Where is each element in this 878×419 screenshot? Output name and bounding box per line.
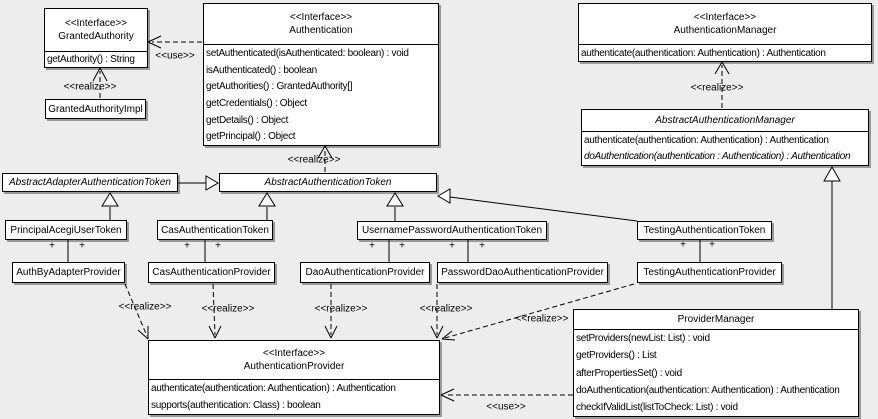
method-compartment: getAuthority() : String xyxy=(45,52,147,67)
method: checkIfValidList(listToCheck: List) : vo… xyxy=(576,401,738,413)
class-header: AbstractAuthenticationManager xyxy=(582,110,868,132)
class-auth-by-adapter-provider[interactable]: AuthByAdapterProvider xyxy=(12,262,125,283)
class-name: Authentication xyxy=(289,25,353,36)
stereotype: <<Interface>> xyxy=(64,18,128,29)
method: getCredentials() : Object xyxy=(206,97,307,109)
stereotype: <<Interface>> xyxy=(289,12,353,23)
method: authenticate(authentication: Authenticat… xyxy=(584,134,829,146)
class-name: GrantedAuthority xyxy=(58,31,134,42)
method: afterPropertiesSet() : void xyxy=(576,367,682,379)
method-compartment: authenticate(authentication: Authenticat… xyxy=(579,45,871,61)
class-password-dao-authentication-provider[interactable]: PasswordDaoAuthenticationProvider xyxy=(437,262,608,283)
generalization-testing-token xyxy=(437,188,638,222)
class-name: AbstractAuthenticationManager xyxy=(655,115,795,126)
realize-label: <<realize>> xyxy=(419,303,473,315)
class-dao-authentication-provider[interactable]: DaoAuthenticationProvider xyxy=(300,262,430,283)
class-principal-acegi-user-token[interactable]: PrincipalAcegiUserToken xyxy=(5,220,127,240)
realize-label: <<realize>> xyxy=(314,303,368,315)
class-abstract-adapter-authentication-token[interactable]: AbstractAdapterAuthenticationToken xyxy=(2,173,178,192)
class-abstract-authentication-manager[interactable]: AbstractAuthenticationManager authentica… xyxy=(581,109,869,166)
class-name: AuthenticationManager xyxy=(673,25,777,36)
class-cas-authentication-token[interactable]: CasAuthenticationToken xyxy=(157,220,273,240)
multiplicity-plus: + xyxy=(680,239,686,251)
class-header: <<Interface>> GrantedAuthority xyxy=(45,9,147,52)
method: getDetails() : Object xyxy=(206,114,289,126)
class-name: AuthByAdapterProvider xyxy=(16,267,121,278)
multiplicity-plus: + xyxy=(399,240,405,252)
class-provider-manager[interactable]: ProviderManager setProviders(newList: Li… xyxy=(573,309,859,417)
class-name: PasswordDaoAuthenticationProvider xyxy=(441,267,604,278)
method-compartment: setAuthenticated(isAuthenticated: boolea… xyxy=(204,45,438,145)
class-name: CasAuthenticationToken xyxy=(161,224,269,236)
class-name: TestingAuthenticationToken xyxy=(643,225,766,236)
class-authentication-provider[interactable]: <<Interface>> AuthenticationProvider aut… xyxy=(148,340,440,415)
realize-label: <<realize>> xyxy=(201,303,255,315)
use-providermanager-authenticationprovider xyxy=(440,388,573,402)
class-name: GrantedAuthorityImpl xyxy=(48,103,143,115)
use-label: <<use>> xyxy=(486,401,526,413)
class-name: AbstractAdapterAuthenticationToken xyxy=(9,177,171,188)
method: getAuthorities() : GrantedAuthority[] xyxy=(206,81,353,93)
class-abstract-authentication-token[interactable]: AbstractAuthenticationToken xyxy=(219,173,437,192)
class-name: ProviderManager xyxy=(677,314,755,325)
method-abstract: doAuthentication(authentication : Authen… xyxy=(584,151,851,163)
class-name: DaoAuthenticationProvider xyxy=(305,267,425,278)
generalization-provider-manager xyxy=(823,165,841,309)
class-testing-authentication-provider[interactable]: TestingAuthenticationProvider xyxy=(637,262,782,283)
class-name: PrincipalAcegiUserToken xyxy=(10,224,122,236)
multiplicity-plus: + xyxy=(215,240,221,252)
class-authentication-manager[interactable]: <<Interface>> AuthenticationManager auth… xyxy=(578,3,872,62)
realize-label: <<realize>> xyxy=(515,313,569,325)
generalization-adapter-token-to-abstract-token xyxy=(178,175,219,191)
class-header: <<Interface>> Authentication xyxy=(204,4,438,45)
multiplicity-plus: + xyxy=(709,239,715,251)
multiplicity-plus: + xyxy=(479,240,485,252)
method: doAuthentication(authentication: Authent… xyxy=(576,384,840,396)
generalization-principal-token xyxy=(101,192,119,220)
method: setProviders(newList: List) : void xyxy=(576,333,710,345)
stereotype: <<Interface>> xyxy=(262,348,326,359)
method: getPrincipal() : Object xyxy=(206,131,296,143)
class-name: AuthenticationProvider xyxy=(243,361,345,372)
multiplicity-plus: + xyxy=(49,240,55,252)
use-label: <<use>> xyxy=(155,50,195,62)
method: supports(authentication: Class) : boolea… xyxy=(151,400,321,411)
class-header: ProviderManager xyxy=(574,310,858,330)
method: isAuthenticated() : boolean xyxy=(206,64,317,76)
method-compartment: authenticate(authentication: Authenticat… xyxy=(582,132,868,165)
generalization-username-password-token xyxy=(386,192,404,221)
class-granted-authority-impl[interactable]: GrantedAuthorityImpl xyxy=(45,99,146,119)
multiplicity-plus: + xyxy=(184,240,190,252)
method: getProviders() : List xyxy=(576,350,657,362)
method: setAuthenticated(isAuthenticated: boolea… xyxy=(206,47,409,59)
realize-label: <<realize>> xyxy=(118,301,172,313)
class-header: <<Interface>> AuthenticationProvider xyxy=(149,341,439,380)
method: authenticate(authentication: Authenticat… xyxy=(151,383,396,394)
generalization-cas-token xyxy=(258,192,276,220)
class-name: UsernamePasswordAuthenticationToken xyxy=(361,225,543,236)
realize-label: <<realize>> xyxy=(287,154,341,166)
class-name: AbstractAuthenticationToken xyxy=(264,177,392,188)
realize-label: <<realize>> xyxy=(63,81,117,93)
class-username-password-authentication-token[interactable]: UsernamePasswordAuthenticationToken xyxy=(357,221,547,240)
class-granted-authority[interactable]: <<Interface>> GrantedAuthority getAuthor… xyxy=(44,8,148,68)
class-name: TestingAuthenticationProvider xyxy=(643,267,776,278)
class-header: <<Interface>> AuthenticationManager xyxy=(579,4,871,45)
class-authentication[interactable]: <<Interface>> Authentication setAuthenti… xyxy=(203,3,439,146)
use-authentication-grantedauthority xyxy=(147,35,202,49)
class-name: CasAuthenticationProvider xyxy=(152,267,271,278)
class-cas-authentication-provider[interactable]: CasAuthenticationProvider xyxy=(148,262,275,283)
realize-label: <<realize>> xyxy=(690,82,744,94)
stereotype: <<Interface>> xyxy=(693,12,757,23)
class-testing-authentication-token[interactable]: TestingAuthenticationToken xyxy=(637,221,772,240)
method: authenticate(authentication: Authenticat… xyxy=(581,47,826,59)
method-compartment: authenticate(authentication: Authenticat… xyxy=(149,380,439,414)
multiplicity-plus: + xyxy=(369,240,375,252)
multiplicity-plus: + xyxy=(79,240,85,252)
method-compartment: setProviders(newList: List) : void getPr… xyxy=(574,330,858,416)
multiplicity-plus: + xyxy=(449,240,455,252)
method: getAuthority() : String xyxy=(47,54,135,65)
